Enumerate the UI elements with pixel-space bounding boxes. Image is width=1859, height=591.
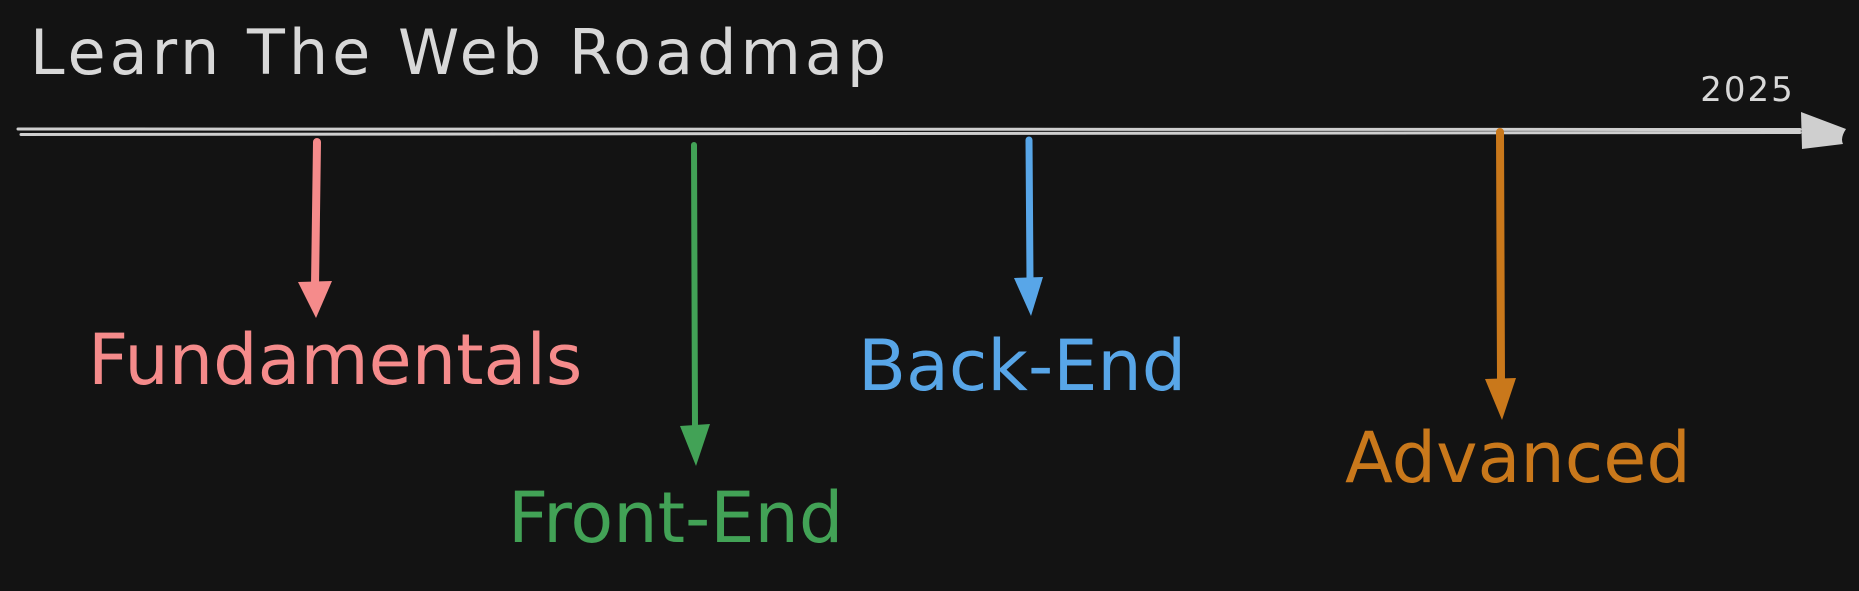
page-title: Learn The Web Roadmap (30, 16, 891, 89)
arrow-down-icon (1014, 277, 1043, 316)
milestone-arrow-fundamentals (298, 138, 332, 318)
arrow-down-icon (298, 281, 332, 318)
milestone-arrow-advanced (1485, 128, 1516, 420)
arrow-down-icon (680, 424, 710, 466)
milestone-arrow-backend (1014, 136, 1043, 316)
arrow-shaft (1496, 128, 1505, 386)
milestone-label-backend: Back-End (858, 325, 1187, 407)
milestone-label-advanced: Advanced (1345, 417, 1691, 499)
timeline-line-secondary (19, 131, 1802, 136)
timeline-axis (16, 112, 1846, 149)
timeline-line (16, 127, 1802, 131)
milestone-label-frontend: Front-End (508, 477, 844, 559)
milestone-arrow-frontend (680, 142, 710, 466)
arrow-shaft (1025, 136, 1034, 284)
year-label: 2025 (1700, 70, 1795, 110)
milestone-label-fundamentals: Fundamentals (88, 319, 583, 401)
arrow-shaft (311, 138, 321, 290)
arrow-shaft (691, 142, 698, 431)
timeline-arrowhead-icon (1801, 112, 1846, 149)
arrow-down-icon (1485, 378, 1516, 420)
